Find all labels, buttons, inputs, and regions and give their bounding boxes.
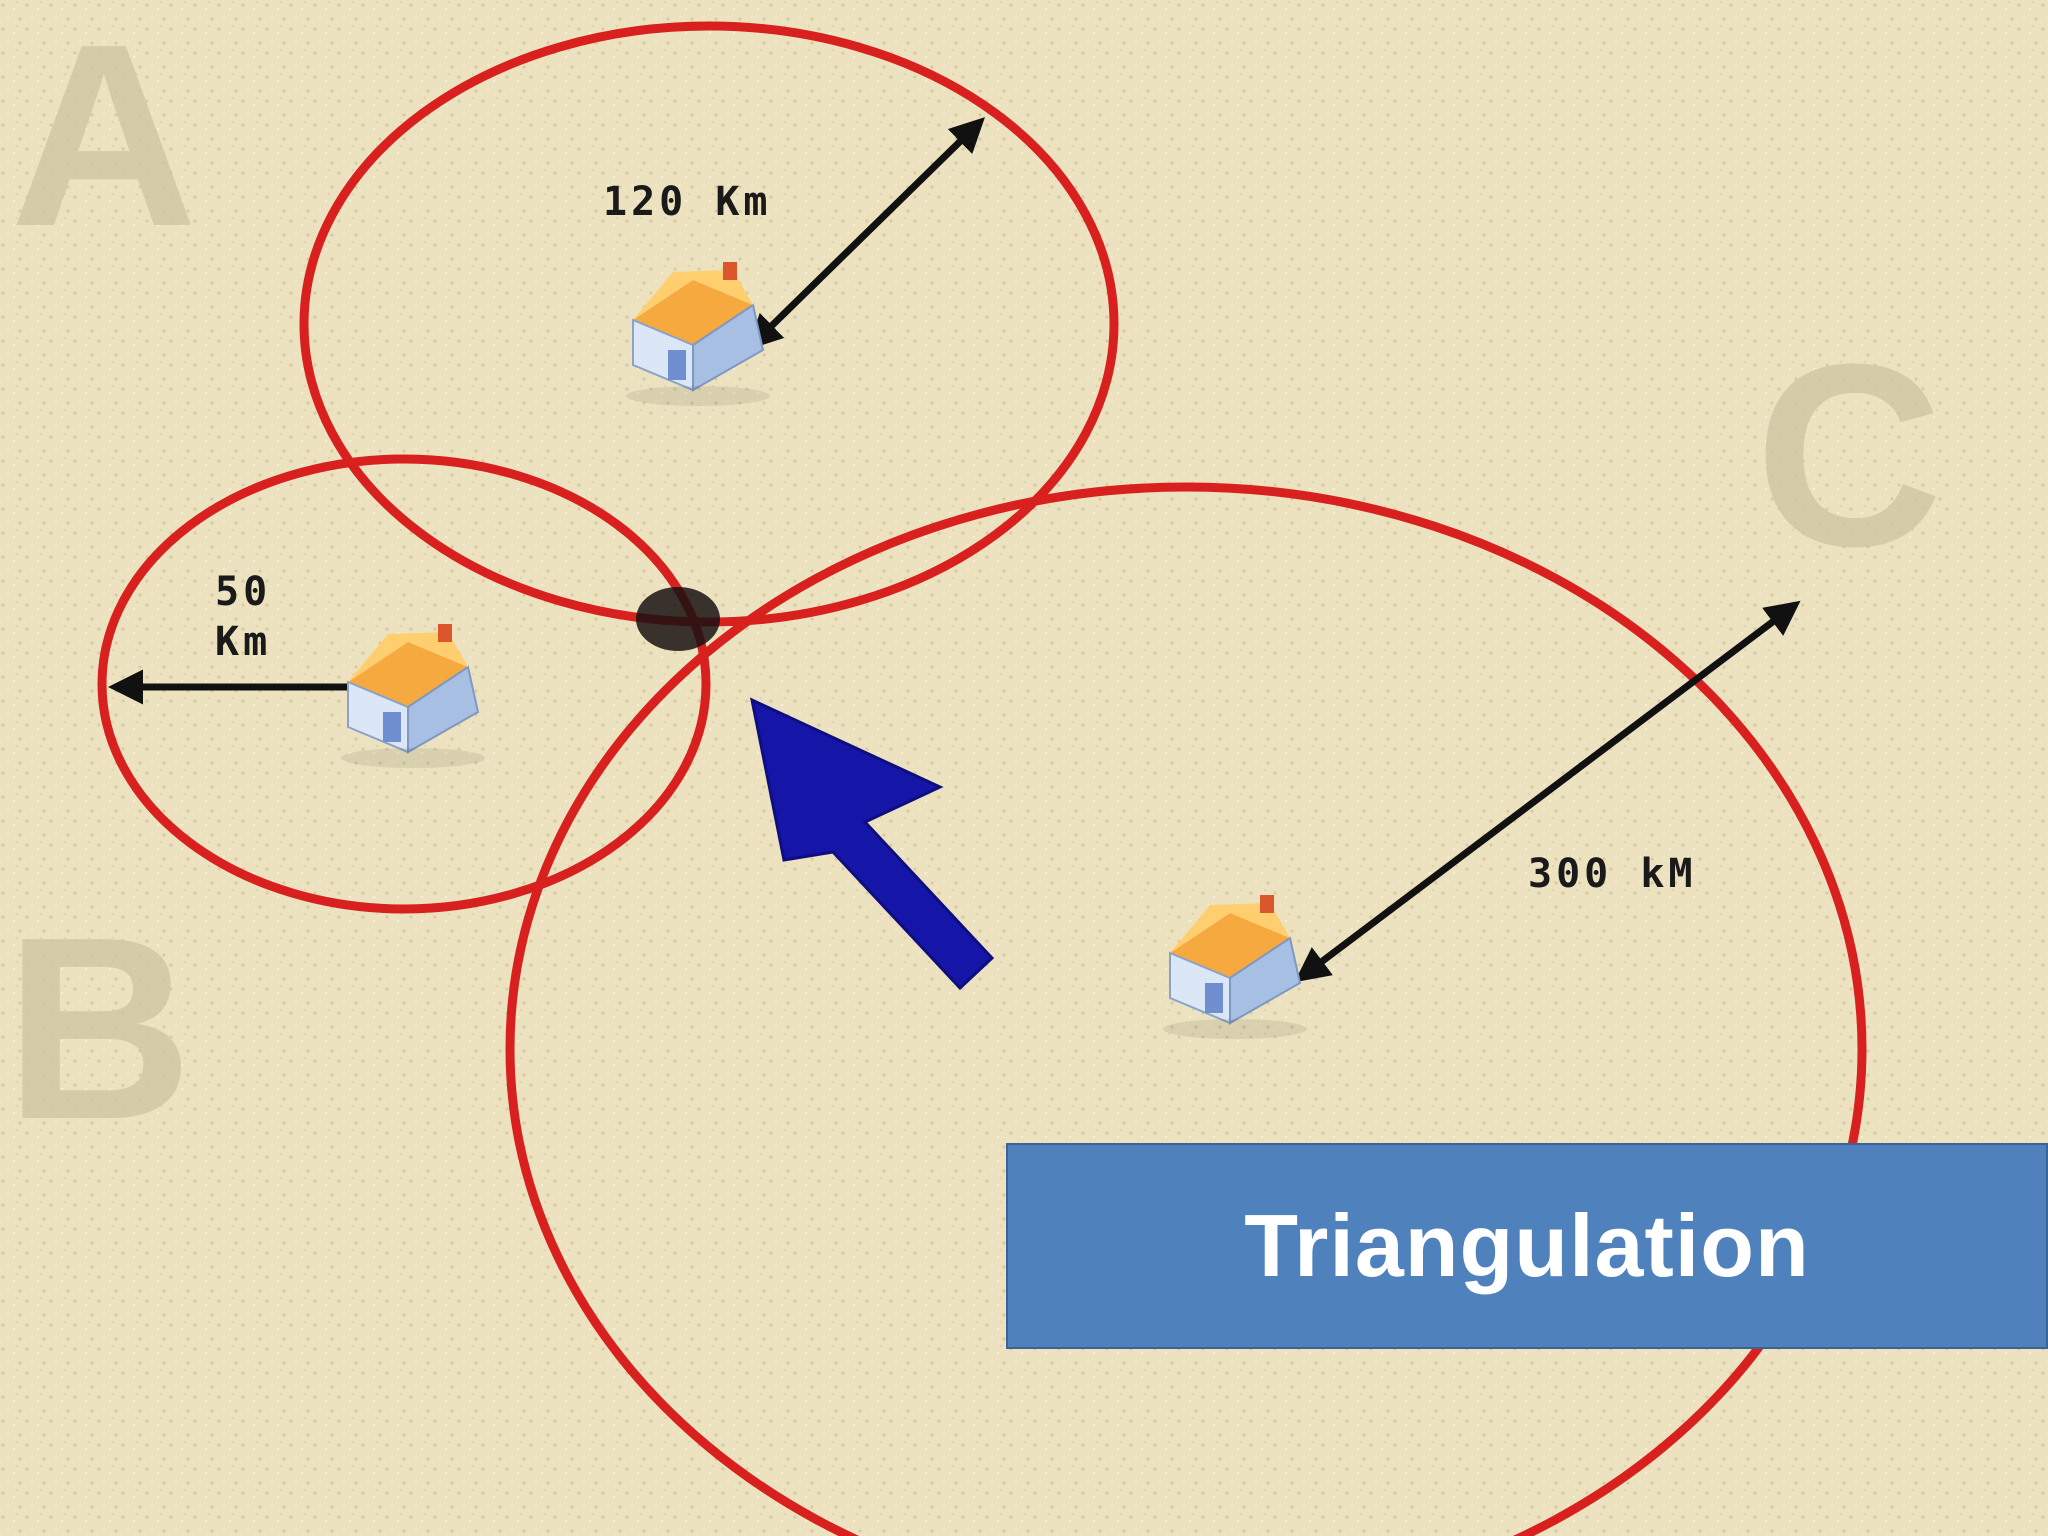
radius-label-a: 120 Km	[603, 179, 772, 225]
radius-label-b-value: 50	[215, 569, 271, 615]
radius-label-c: 300 kM	[1528, 851, 1697, 897]
intersection-dot	[636, 587, 720, 651]
pointer-arrow-icon	[749, 697, 995, 991]
radius-label-b-unit: Km	[215, 619, 271, 665]
slide-title: Triangulation	[1244, 1196, 1810, 1295]
watermark-letter-c: C	[1755, 311, 1943, 601]
title-banner: Triangulation	[1006, 1143, 2048, 1349]
radius-arrow-a	[746, 117, 986, 350]
circle-station-c	[505, 482, 1867, 1536]
watermark-letter-a: A	[10, 0, 198, 281]
watermark-letter-b: B	[5, 884, 193, 1174]
circle-station-b	[97, 454, 711, 914]
radius-arrow-c	[1294, 600, 1801, 983]
